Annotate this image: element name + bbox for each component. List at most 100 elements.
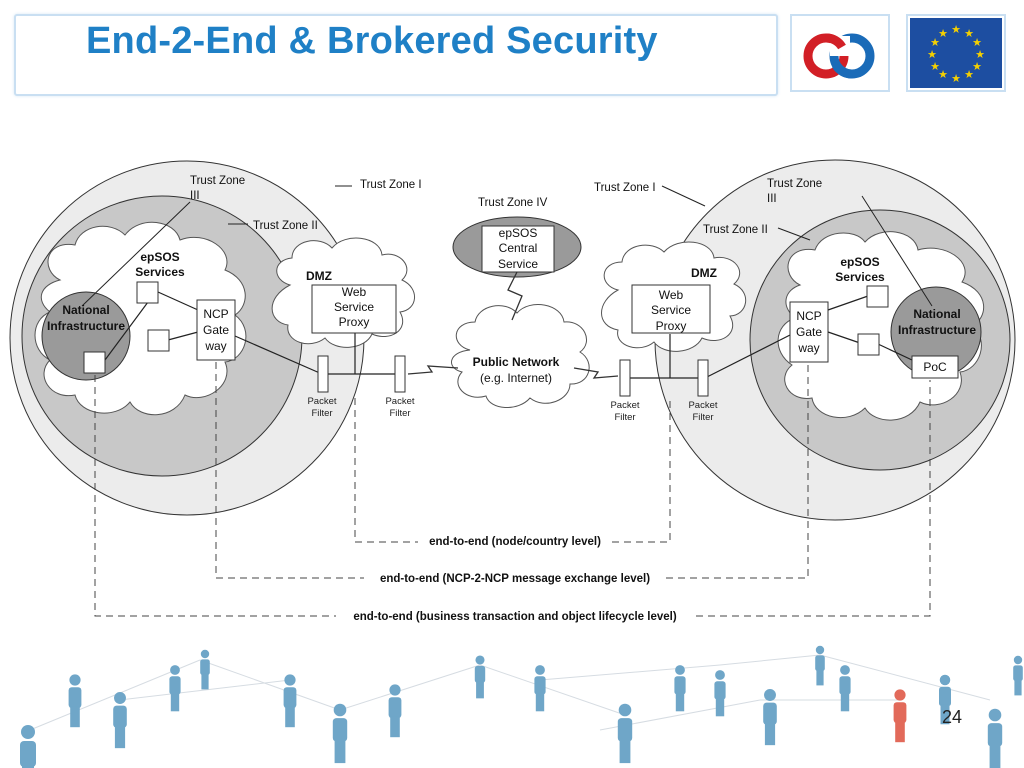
right-poc-label: PoC [923, 360, 947, 374]
person-icon [283, 674, 297, 728]
left-national-box [83, 351, 106, 374]
left-filter-1-label: Packet [307, 396, 336, 407]
right-ncp-gateway [789, 301, 829, 363]
person-icon [939, 674, 951, 725]
person-icon [987, 708, 1003, 768]
person-icon [200, 649, 210, 690]
right-services-label-2: Services [835, 270, 885, 284]
people-network-image [0, 640, 1024, 768]
right-ncp-label-2: Gate [796, 325, 822, 339]
right-trust-zone-3-label-2: III [767, 193, 777, 205]
svg-text:★: ★ [951, 24, 961, 36]
person-icon [113, 692, 127, 749]
left-ncp-label-2: Gate [203, 323, 229, 337]
right-trust-zone-1-label: Trust Zone I [594, 182, 656, 194]
person-icon [815, 645, 825, 686]
right-service-box-2 [857, 333, 880, 356]
title-frame [14, 14, 778, 96]
person-icon [332, 703, 348, 764]
left-ncp-label: NCP [203, 307, 228, 321]
left-proxy-label-3: Proxy [339, 315, 370, 329]
right-packet-filter-1 [619, 359, 631, 397]
public-network-cloud [451, 304, 590, 408]
svg-text:★: ★ [930, 37, 940, 49]
right-ncp-label: NCP [796, 309, 821, 323]
person-icon [1013, 655, 1023, 696]
left-packet-filter-2 [394, 355, 406, 393]
svg-text:★: ★ [964, 28, 974, 40]
left-service-box-1 [136, 281, 159, 304]
right-network-link [573, 367, 619, 379]
left-ncp-label-3: way [204, 339, 226, 353]
person-icon [674, 665, 686, 712]
svg-text:★: ★ [972, 61, 982, 73]
left-service-box-2 [147, 329, 170, 352]
security-diagram: Trust Zone III Trust Zone I Trust Zone I… [9, 159, 1016, 623]
right-proxy-label-3: Proxy [656, 319, 687, 333]
right-proxy-label-2: Service [651, 303, 691, 317]
person-icon [714, 670, 726, 717]
right-web-proxy [631, 284, 711, 334]
person-icon [169, 665, 181, 712]
page-number: 24 [941, 707, 962, 727]
left-proxy-label: Web [342, 285, 367, 299]
left-trust-zone-3-label-2: III [190, 190, 200, 202]
level-ncp-label: end-to-end (NCP-2-NCP message exchange l… [380, 573, 650, 585]
svg-text:★: ★ [972, 37, 982, 49]
left-national-label: National [62, 303, 109, 317]
left-services-label-2: Services [135, 265, 185, 279]
left-trust-zone-3-label: Trust Zone [190, 175, 245, 187]
right-national-label: National [913, 307, 960, 321]
right-packet-filter-2 [697, 359, 709, 397]
epsos-logo-icon [790, 14, 890, 92]
left-network-link [407, 365, 459, 375]
left-filter-1-label-2: Filter [311, 408, 332, 419]
left-proxy-label-2: Service [334, 300, 374, 314]
left-national-label-2: Infrastructure [47, 319, 125, 333]
central-link [507, 271, 523, 321]
right-trust-zone-2-label: Trust Zone II [703, 224, 768, 236]
left-filter-2-label-2: Filter [389, 408, 410, 419]
right-trust-zone-3-label: Trust Zone [767, 178, 822, 190]
central-label-3: Service [498, 257, 538, 271]
right-filter-1-label-2: Filter [614, 412, 635, 423]
central-label: epSOS [499, 226, 538, 240]
person-icon [474, 655, 486, 699]
right-service-box-1 [866, 285, 889, 308]
svg-text:★: ★ [927, 49, 937, 61]
person-icon [763, 689, 777, 746]
right-proxy-label: Web [659, 288, 684, 302]
right-poc-box [911, 355, 959, 379]
person-icon [839, 665, 851, 712]
left-dmz-label: DMZ [306, 269, 332, 283]
svg-text:★: ★ [964, 69, 974, 81]
svg-text:★: ★ [938, 69, 948, 81]
left-web-proxy [311, 284, 397, 334]
left-trust-zone-1-label: Trust Zone I [360, 179, 422, 191]
left-ncp-gateway [196, 299, 236, 361]
svg-text:★: ★ [951, 73, 961, 85]
right-national-label-2: Infrastructure [898, 323, 976, 337]
person-icon [893, 689, 907, 743]
right-filter-2-label-2: Filter [692, 412, 713, 423]
person-icon [20, 725, 36, 768]
left-national-infrastructure [41, 291, 131, 381]
right-filter-1-label: Packet [610, 400, 639, 411]
person-icon [388, 684, 402, 738]
trust-zone-4-label: Trust Zone IV [478, 197, 548, 209]
level-node-label: end-to-end (node/country level) [429, 536, 601, 548]
left-trust-zone-2-label: Trust Zone II [253, 220, 318, 232]
left-filter-2-label: Packet [385, 396, 414, 407]
person-icon [534, 665, 546, 712]
right-dmz-label: DMZ [691, 266, 717, 280]
eu-flag-icon: ★★★ ★★★ ★★★ ★★★ [906, 14, 1006, 92]
svg-text:★: ★ [975, 49, 985, 61]
left-services-label: epSOS [140, 250, 179, 264]
left-packet-filter-1 [317, 355, 329, 393]
person-icon [617, 703, 633, 764]
right-ncp-label-3: way [797, 341, 819, 355]
central-label-2: Central [499, 241, 538, 255]
svg-text:★: ★ [938, 28, 948, 40]
page-title: End-2-End & Brokered Security [86, 20, 658, 62]
person-icon [68, 674, 82, 728]
